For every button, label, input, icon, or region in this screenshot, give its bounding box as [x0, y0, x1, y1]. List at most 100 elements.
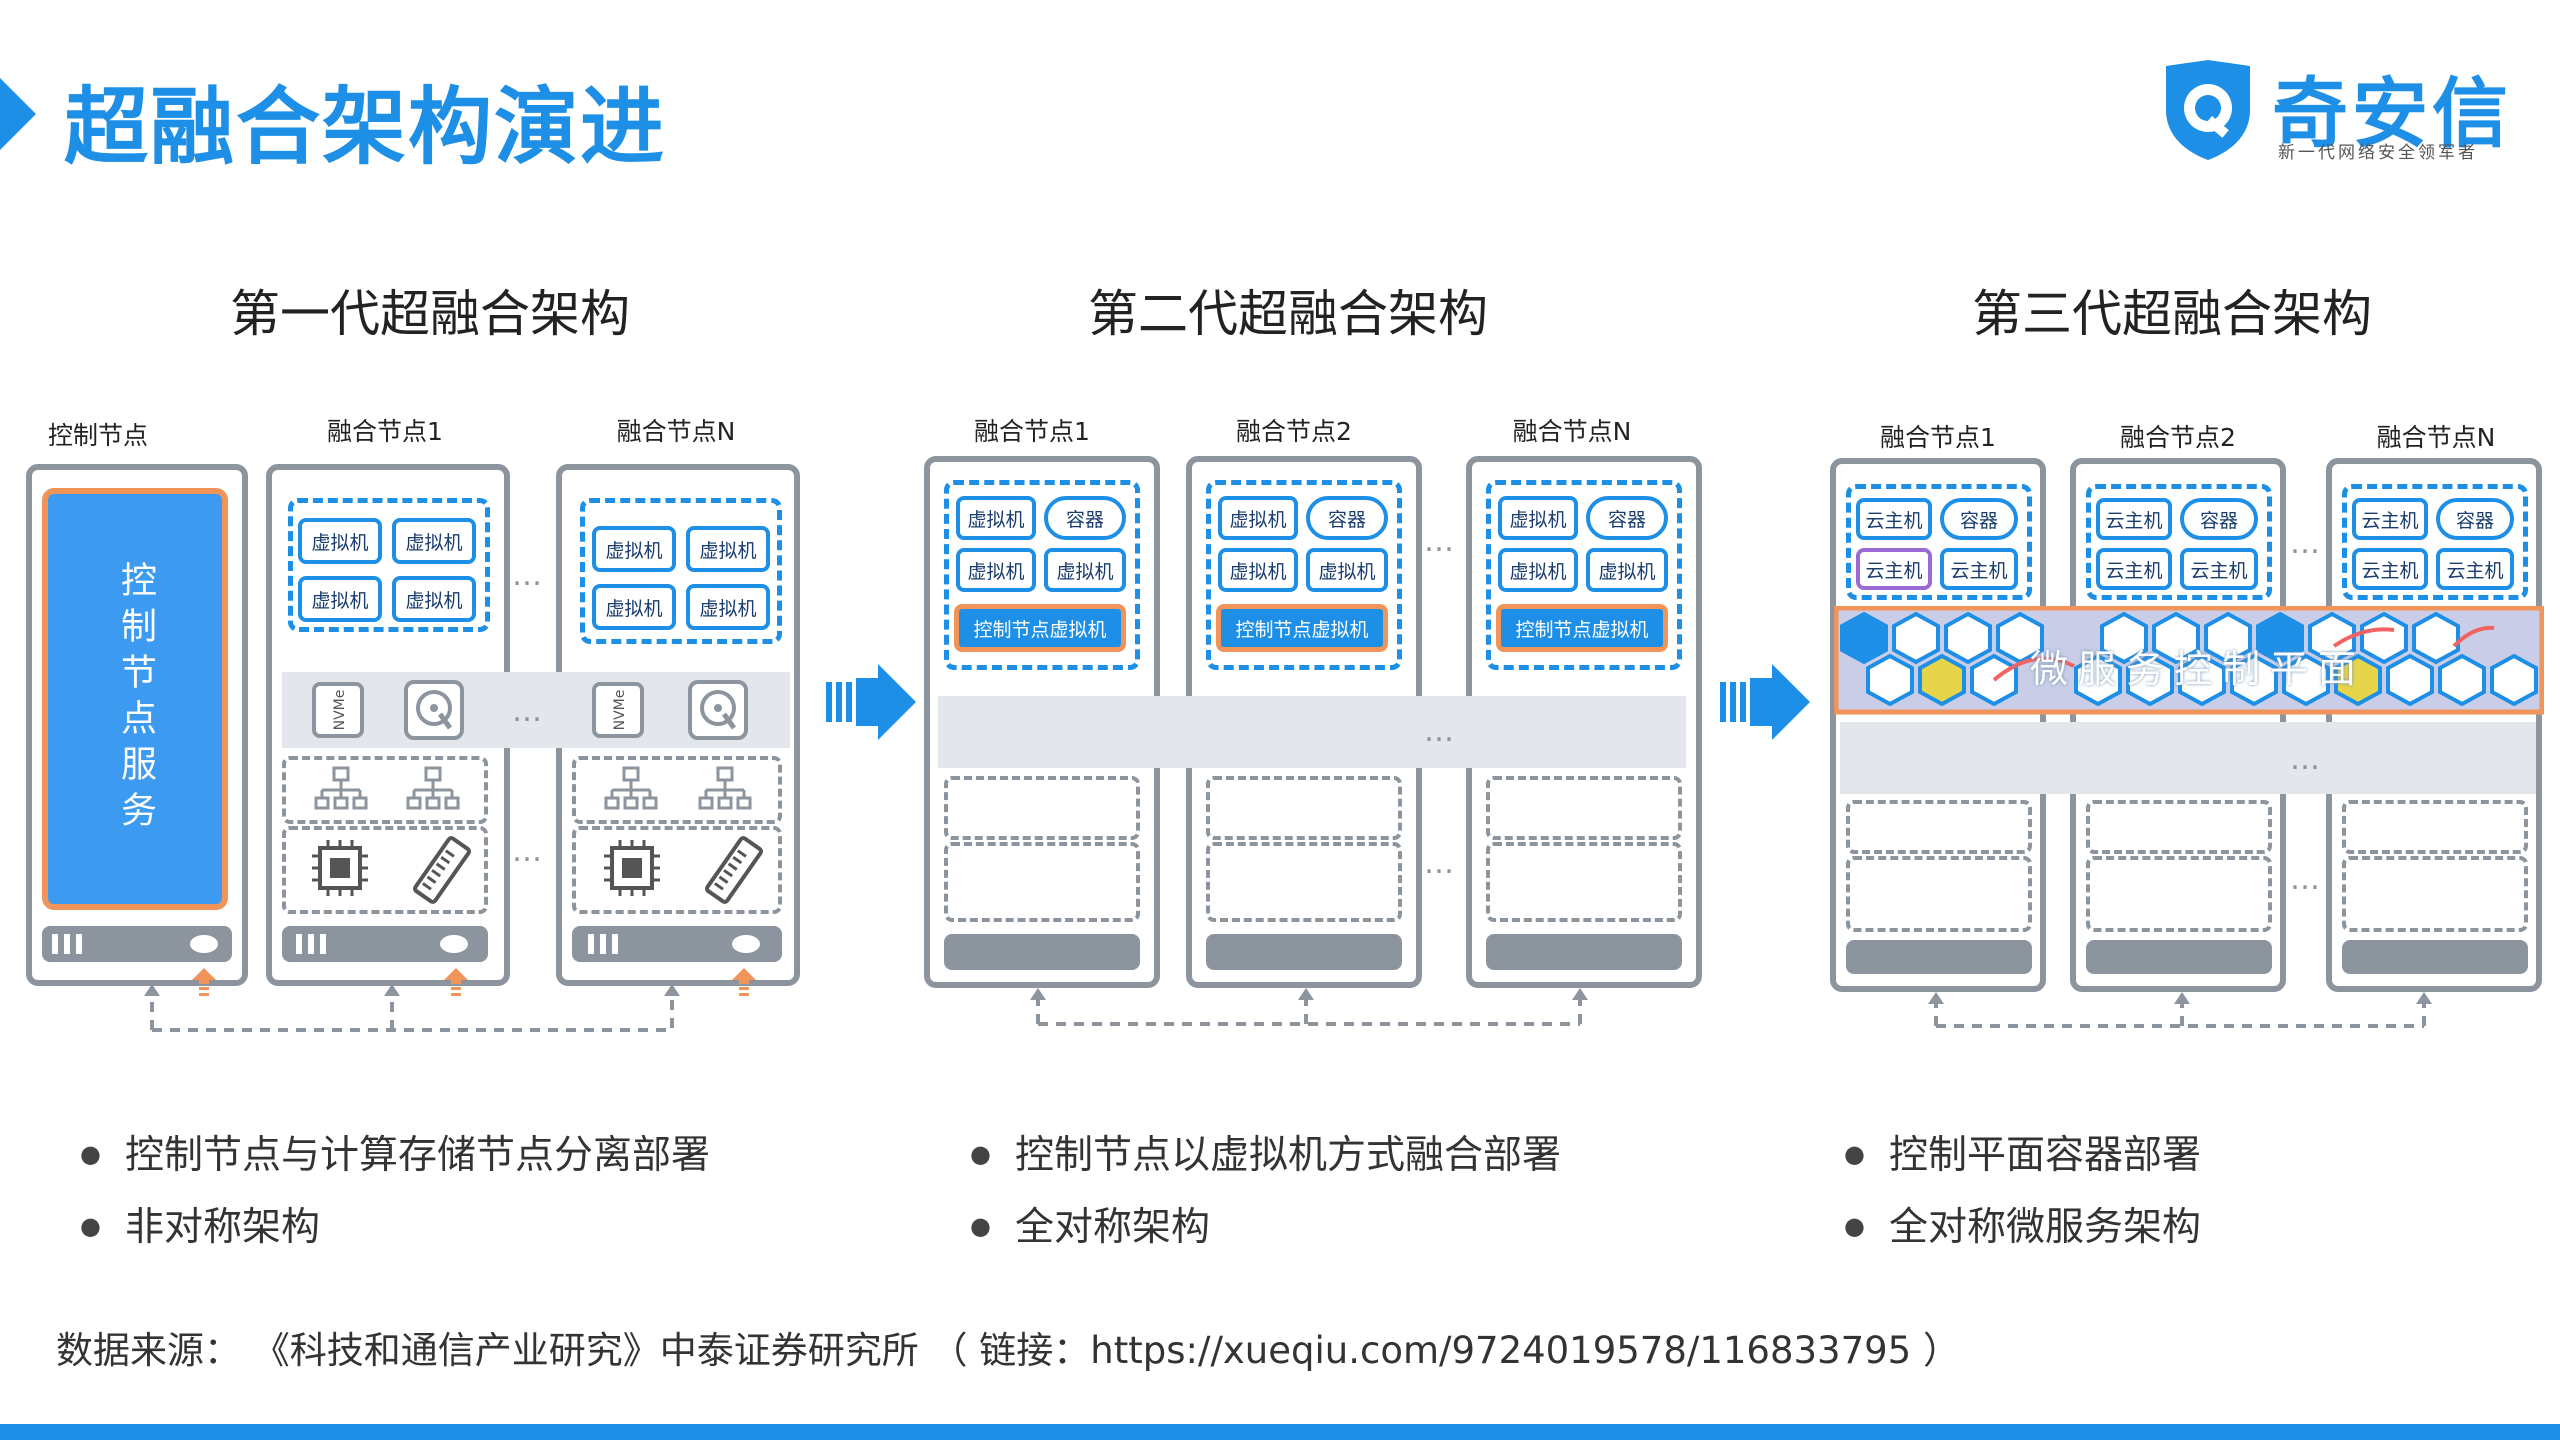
vm-box: 虚拟机: [1218, 548, 1298, 592]
cloud-host-box: 云主机: [2180, 548, 2258, 590]
gen2-node-label-n: 融合节点N: [1512, 417, 1632, 446]
gen1-vm-group-1: [288, 498, 490, 632]
gen2-vm-group: [1486, 480, 1682, 670]
microservice-plane-label: 微服务控制平面: [2030, 647, 2367, 691]
ellipsis: …: [1424, 846, 1454, 881]
gen1-node-label-control: 控制节点: [47, 421, 148, 450]
gen3-host-group: [2342, 484, 2528, 600]
network-icon: [314, 766, 368, 810]
gen2-title: 第二代超融合架构: [1088, 285, 1488, 343]
gen1-bullet-1: 控制节点与计算存储节点分离部署: [80, 1124, 710, 1180]
gen2-compute-box: [944, 842, 1140, 922]
gen3-compute-box: [2342, 856, 2528, 932]
logo-text: 奇安信: [2272, 69, 2512, 158]
cloud-host-box: 云主机: [1940, 548, 2018, 590]
node-footer: [2086, 940, 2272, 974]
gen3-node-label-2: 融合节点2: [2120, 423, 2236, 452]
hexagon-mesh-icon: [1840, 611, 2538, 707]
container-box: 容器: [1044, 496, 1126, 540]
gen3-compute-box: [2086, 856, 2272, 932]
cloud-host-box: 云主机: [2352, 548, 2428, 590]
vm-box: 虚拟机: [956, 496, 1036, 540]
vm-box: 虚拟机: [1218, 496, 1298, 540]
control-node-vm: 控制节点虚拟机: [1216, 604, 1388, 652]
gen2-bullet-2: 全对称架构: [970, 1196, 1210, 1252]
gen1-network-box-n: [572, 756, 782, 824]
ram-icon: [703, 834, 765, 906]
cloud-host-box: 云主机: [2096, 498, 2172, 540]
network-icon: [604, 766, 658, 810]
cloud-host-box: 云主机: [2436, 548, 2514, 590]
gen1-network-box-1: [282, 756, 488, 824]
orange-up-arrow-icon: [192, 968, 216, 996]
vm-box: 虚拟机: [298, 518, 382, 564]
gen1-compute-box-1: [282, 826, 488, 914]
gen3-network-box: [2086, 800, 2272, 854]
vm-box: 虚拟机: [686, 584, 770, 630]
gen2-compute-box: [1206, 842, 1402, 922]
disk-icon: [406, 682, 462, 738]
nvme-icon: [312, 682, 364, 738]
container-box: 容器: [1940, 498, 2018, 540]
evolution-arrow-icon: [1720, 664, 1810, 740]
ellipsis: …: [2290, 526, 2320, 561]
vm-box: 虚拟机: [592, 526, 676, 572]
gen1-node-label-n: 融合节点N: [616, 417, 736, 446]
container-box: 容器: [2180, 498, 2258, 540]
cloud-host-box: 云主机: [2352, 498, 2428, 540]
bottom-accent-bar: [0, 1424, 2560, 1440]
disk-icon: [690, 682, 746, 738]
ellipsis: …: [512, 558, 542, 593]
data-source-note: 数据来源： 《科技和通信产业研究》中泰证券研究所 （ 链接：https://xu…: [56, 1329, 1960, 1372]
vm-box: 虚拟机: [298, 576, 382, 622]
evolution-arrow-icon: [826, 664, 916, 740]
gen3-node-label-1: 融合节点1: [1880, 423, 1996, 452]
microservice-mesh: [1834, 606, 2544, 715]
node-footer: [1486, 934, 1682, 970]
ram-icon: [411, 834, 473, 906]
gen1-bullet-2: 非对称架构: [80, 1196, 320, 1252]
gen3-storage-band: [1840, 722, 2536, 794]
gen1-compute-box-n: [572, 826, 782, 914]
control-service-panel: 控制节点服务: [42, 488, 228, 910]
ellipsis: …: [1424, 524, 1454, 559]
gen3-bullet-1: 控制平面容器部署: [1844, 1124, 2201, 1180]
network-icon: [406, 766, 460, 810]
vm-box: 虚拟机: [1498, 548, 1578, 592]
cpu-icon: [602, 838, 662, 898]
title-arrow-icon: [0, 78, 36, 150]
ellipsis: …: [1424, 714, 1454, 749]
node-footer: [1206, 934, 1402, 970]
node-footer: [1846, 940, 2032, 974]
gen3-compute-box: [1846, 856, 2032, 932]
control-service-label: 控制节点服务: [115, 561, 156, 837]
vm-box: 虚拟机: [1044, 548, 1126, 592]
gen1-node-label-1: 融合节点1: [327, 417, 443, 446]
container-box: 容器: [1306, 496, 1388, 540]
container-box: 容器: [2436, 498, 2514, 540]
node-footer: [2342, 940, 2528, 974]
vm-box: 虚拟机: [392, 576, 476, 622]
vm-box: 虚拟机: [956, 548, 1036, 592]
gen3-node-label-n: 融合节点N: [2376, 423, 2496, 452]
gen3-bullet-2: 全对称微服务架构: [1844, 1196, 2201, 1252]
nvme-icon: [592, 682, 644, 738]
control-node-vm: 控制节点虚拟机: [954, 604, 1126, 652]
ellipsis: …: [512, 834, 542, 869]
gen2-network-box: [1206, 776, 1402, 840]
vm-box: 虚拟机: [392, 518, 476, 564]
gen2-compute-box: [1486, 842, 1682, 922]
gen1-vm-group-n: [580, 498, 782, 644]
gen3-network-box: [1846, 800, 2032, 854]
gen2-bullet-1: 控制节点以虚拟机方式融合部署: [970, 1124, 1561, 1180]
gen2-node-label-1: 融合节点1: [974, 417, 1090, 446]
gen2-vm-group: [1206, 480, 1402, 670]
gen3-host-group: [2086, 484, 2272, 600]
page-title: 超融合架构演进: [64, 78, 667, 176]
ellipsis: …: [512, 694, 542, 729]
orange-up-arrow-icon: [444, 968, 468, 996]
vm-box: 虚拟机: [686, 526, 770, 572]
gen3-network-box: [2342, 800, 2528, 854]
orange-up-arrow-icon: [732, 968, 756, 996]
gen2-network-box: [1486, 776, 1682, 840]
